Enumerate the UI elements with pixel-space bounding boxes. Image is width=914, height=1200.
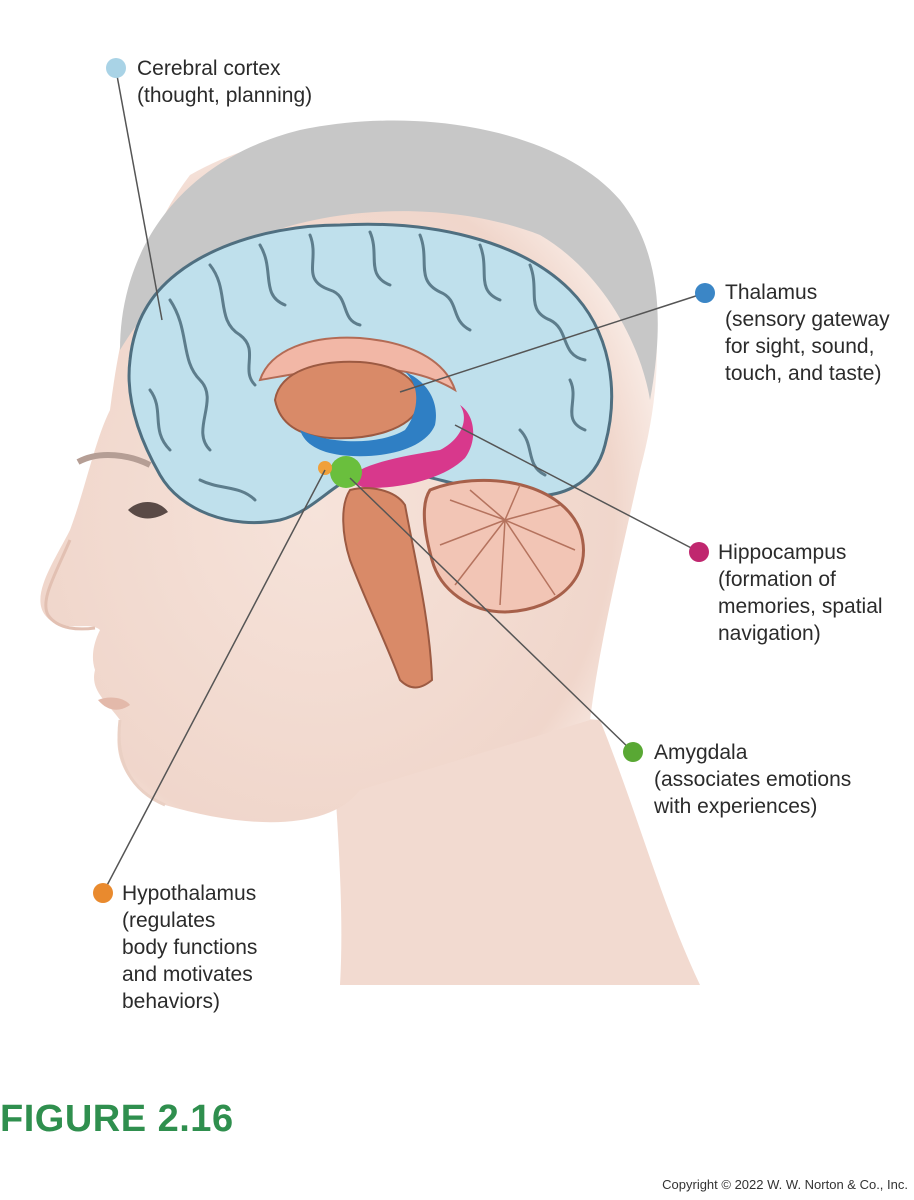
cerebral-cortex-marker-dot (106, 58, 126, 78)
thalamus-title: Thalamus (725, 279, 890, 306)
hypothalamus-desc-4: behaviors) (122, 988, 257, 1015)
hippocampus-desc-2: memories, spatial (718, 593, 883, 620)
hypothalamus-region (318, 461, 332, 475)
amygdala-marker-dot (623, 742, 643, 762)
thalamus-marker-dot (695, 283, 715, 303)
hypothalamus-label: Hypothalamus (regulates body functions a… (122, 880, 257, 1015)
cerebral-cortex-label: Cerebral cortex (thought, planning) (137, 55, 312, 109)
thalamus-desc-1: (sensory gateway (725, 306, 890, 333)
amygdala-desc-2: with experiences) (654, 793, 851, 820)
inner-brain (275, 362, 420, 438)
amygdala-label: Amygdala (associates emotions with exper… (654, 739, 851, 820)
copyright-notice: Copyright © 2022 W. W. Norton & Co., Inc… (662, 1177, 908, 1192)
hypothalamus-desc-2: body functions (122, 934, 257, 961)
cerebral-cortex-title: Cerebral cortex (137, 55, 312, 82)
hypothalamus-marker-dot (93, 883, 113, 903)
thalamus-label: Thalamus (sensory gateway for sight, sou… (725, 279, 890, 387)
hypothalamus-title: Hypothalamus (122, 880, 257, 907)
hypothalamus-desc-1: (regulates (122, 907, 257, 934)
amygdala-desc-1: (associates emotions (654, 766, 851, 793)
hippocampus-marker-dot (689, 542, 709, 562)
hypothalamus-desc-3: and motivates (122, 961, 257, 988)
amygdala-title: Amygdala (654, 739, 851, 766)
cerebral-cortex-desc-1: (thought, planning) (137, 82, 312, 109)
figure-label: FIGURE 2.16 (0, 1098, 234, 1141)
hippocampus-desc-1: (formation of (718, 566, 883, 593)
hippocampus-desc-3: navigation) (718, 620, 883, 647)
hippocampus-title: Hippocampus (718, 539, 883, 566)
hippocampus-label: Hippocampus (formation of memories, spat… (718, 539, 883, 647)
thalamus-desc-3: touch, and taste) (725, 360, 890, 387)
amygdala-region (330, 456, 362, 488)
thalamus-desc-2: for sight, sound, (725, 333, 890, 360)
